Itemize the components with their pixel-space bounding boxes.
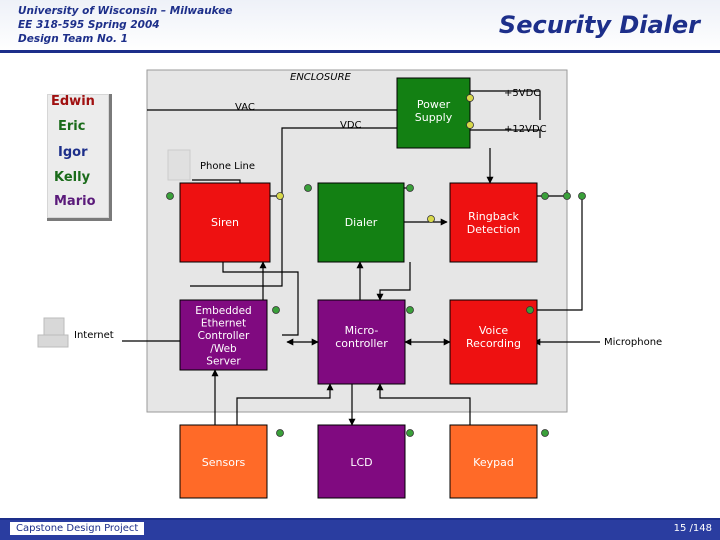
block-dialer: Dialer	[317, 182, 405, 263]
vdc-label: VDC	[340, 120, 362, 131]
block-siren: Siren	[179, 182, 271, 263]
enclosure-label: ENCLOSURE	[290, 72, 352, 83]
header: University of Wisconsin – Milwaukee EE 3…	[0, 0, 720, 52]
dot-voice	[526, 306, 534, 314]
team-line: Design Team No. 1	[18, 33, 128, 45]
header-rule	[0, 50, 720, 53]
plus12-label: +12VDC	[504, 124, 547, 135]
dot-keypad	[541, 429, 549, 437]
slide-title: Security Dialer	[498, 11, 700, 39]
sensors-to-micro	[236, 383, 334, 425]
member-edwin: Edwin	[51, 94, 95, 109]
dot-dialer-1	[304, 184, 312, 192]
ringback-to-micro	[376, 262, 411, 301]
dot-sensors	[276, 429, 284, 437]
microcontroller-label: Micro-controller	[335, 324, 388, 350]
sensors-label: Sensors	[202, 456, 246, 469]
dot-ring-3	[578, 192, 586, 200]
internet-label: Internet	[74, 330, 114, 341]
dot-ps-top	[466, 94, 474, 102]
course-line: EE 318-595 Spring 2004	[18, 19, 160, 31]
keypad-to-micro	[376, 383, 471, 425]
page-number: 15 /148	[673, 523, 712, 534]
keypad-label: Keypad	[473, 456, 514, 469]
vdc-wire	[190, 127, 397, 287]
block-keypad: Keypad	[449, 424, 538, 499]
dot-ring-1	[541, 192, 549, 200]
member-igor: Igor	[58, 145, 88, 160]
block-sensors: Sensors	[179, 424, 268, 499]
block-microcontroller: Micro-controller	[317, 299, 406, 385]
footer: Capstone Design Project 15 /148	[0, 520, 720, 540]
phone-jack-icon	[167, 149, 191, 181]
footer-rule	[0, 518, 720, 520]
siren-label: Siren	[211, 216, 239, 229]
university-line: University of Wisconsin – Milwaukee	[18, 5, 233, 17]
lcd-label: LCD	[350, 456, 372, 469]
phone-line-label: Phone Line	[200, 161, 255, 172]
plus5-label: +5VDC	[504, 88, 540, 99]
dot-ethernet	[272, 306, 280, 314]
dot-ps-bottom	[466, 121, 474, 129]
member-kelly: Kelly	[54, 170, 91, 185]
member-mario: Mario	[54, 194, 96, 209]
vac-label: VAC	[235, 102, 255, 113]
member-eric: Eric	[58, 119, 86, 134]
computer-icon	[37, 317, 69, 348]
siren-wire	[222, 262, 299, 336]
dot-micro	[406, 306, 414, 314]
dot-dialer-2	[406, 184, 414, 192]
footer-project: Capstone Design Project	[10, 522, 145, 535]
microphone-label: Microphone	[604, 337, 662, 348]
dot-siren-1	[276, 192, 284, 200]
dot-ring-2	[563, 192, 571, 200]
block-lcd: LCD	[317, 424, 406, 499]
voice-power	[530, 196, 583, 311]
dialer-label: Dialer	[345, 216, 378, 229]
course-info: University of Wisconsin – Milwaukee EE 3…	[18, 4, 233, 46]
dot-dialer-3	[427, 215, 435, 223]
team-members-panel: Edwin Eric Igor Kelly Mario	[47, 94, 112, 221]
dot-siren-2	[166, 192, 174, 200]
dot-lcd	[406, 429, 414, 437]
